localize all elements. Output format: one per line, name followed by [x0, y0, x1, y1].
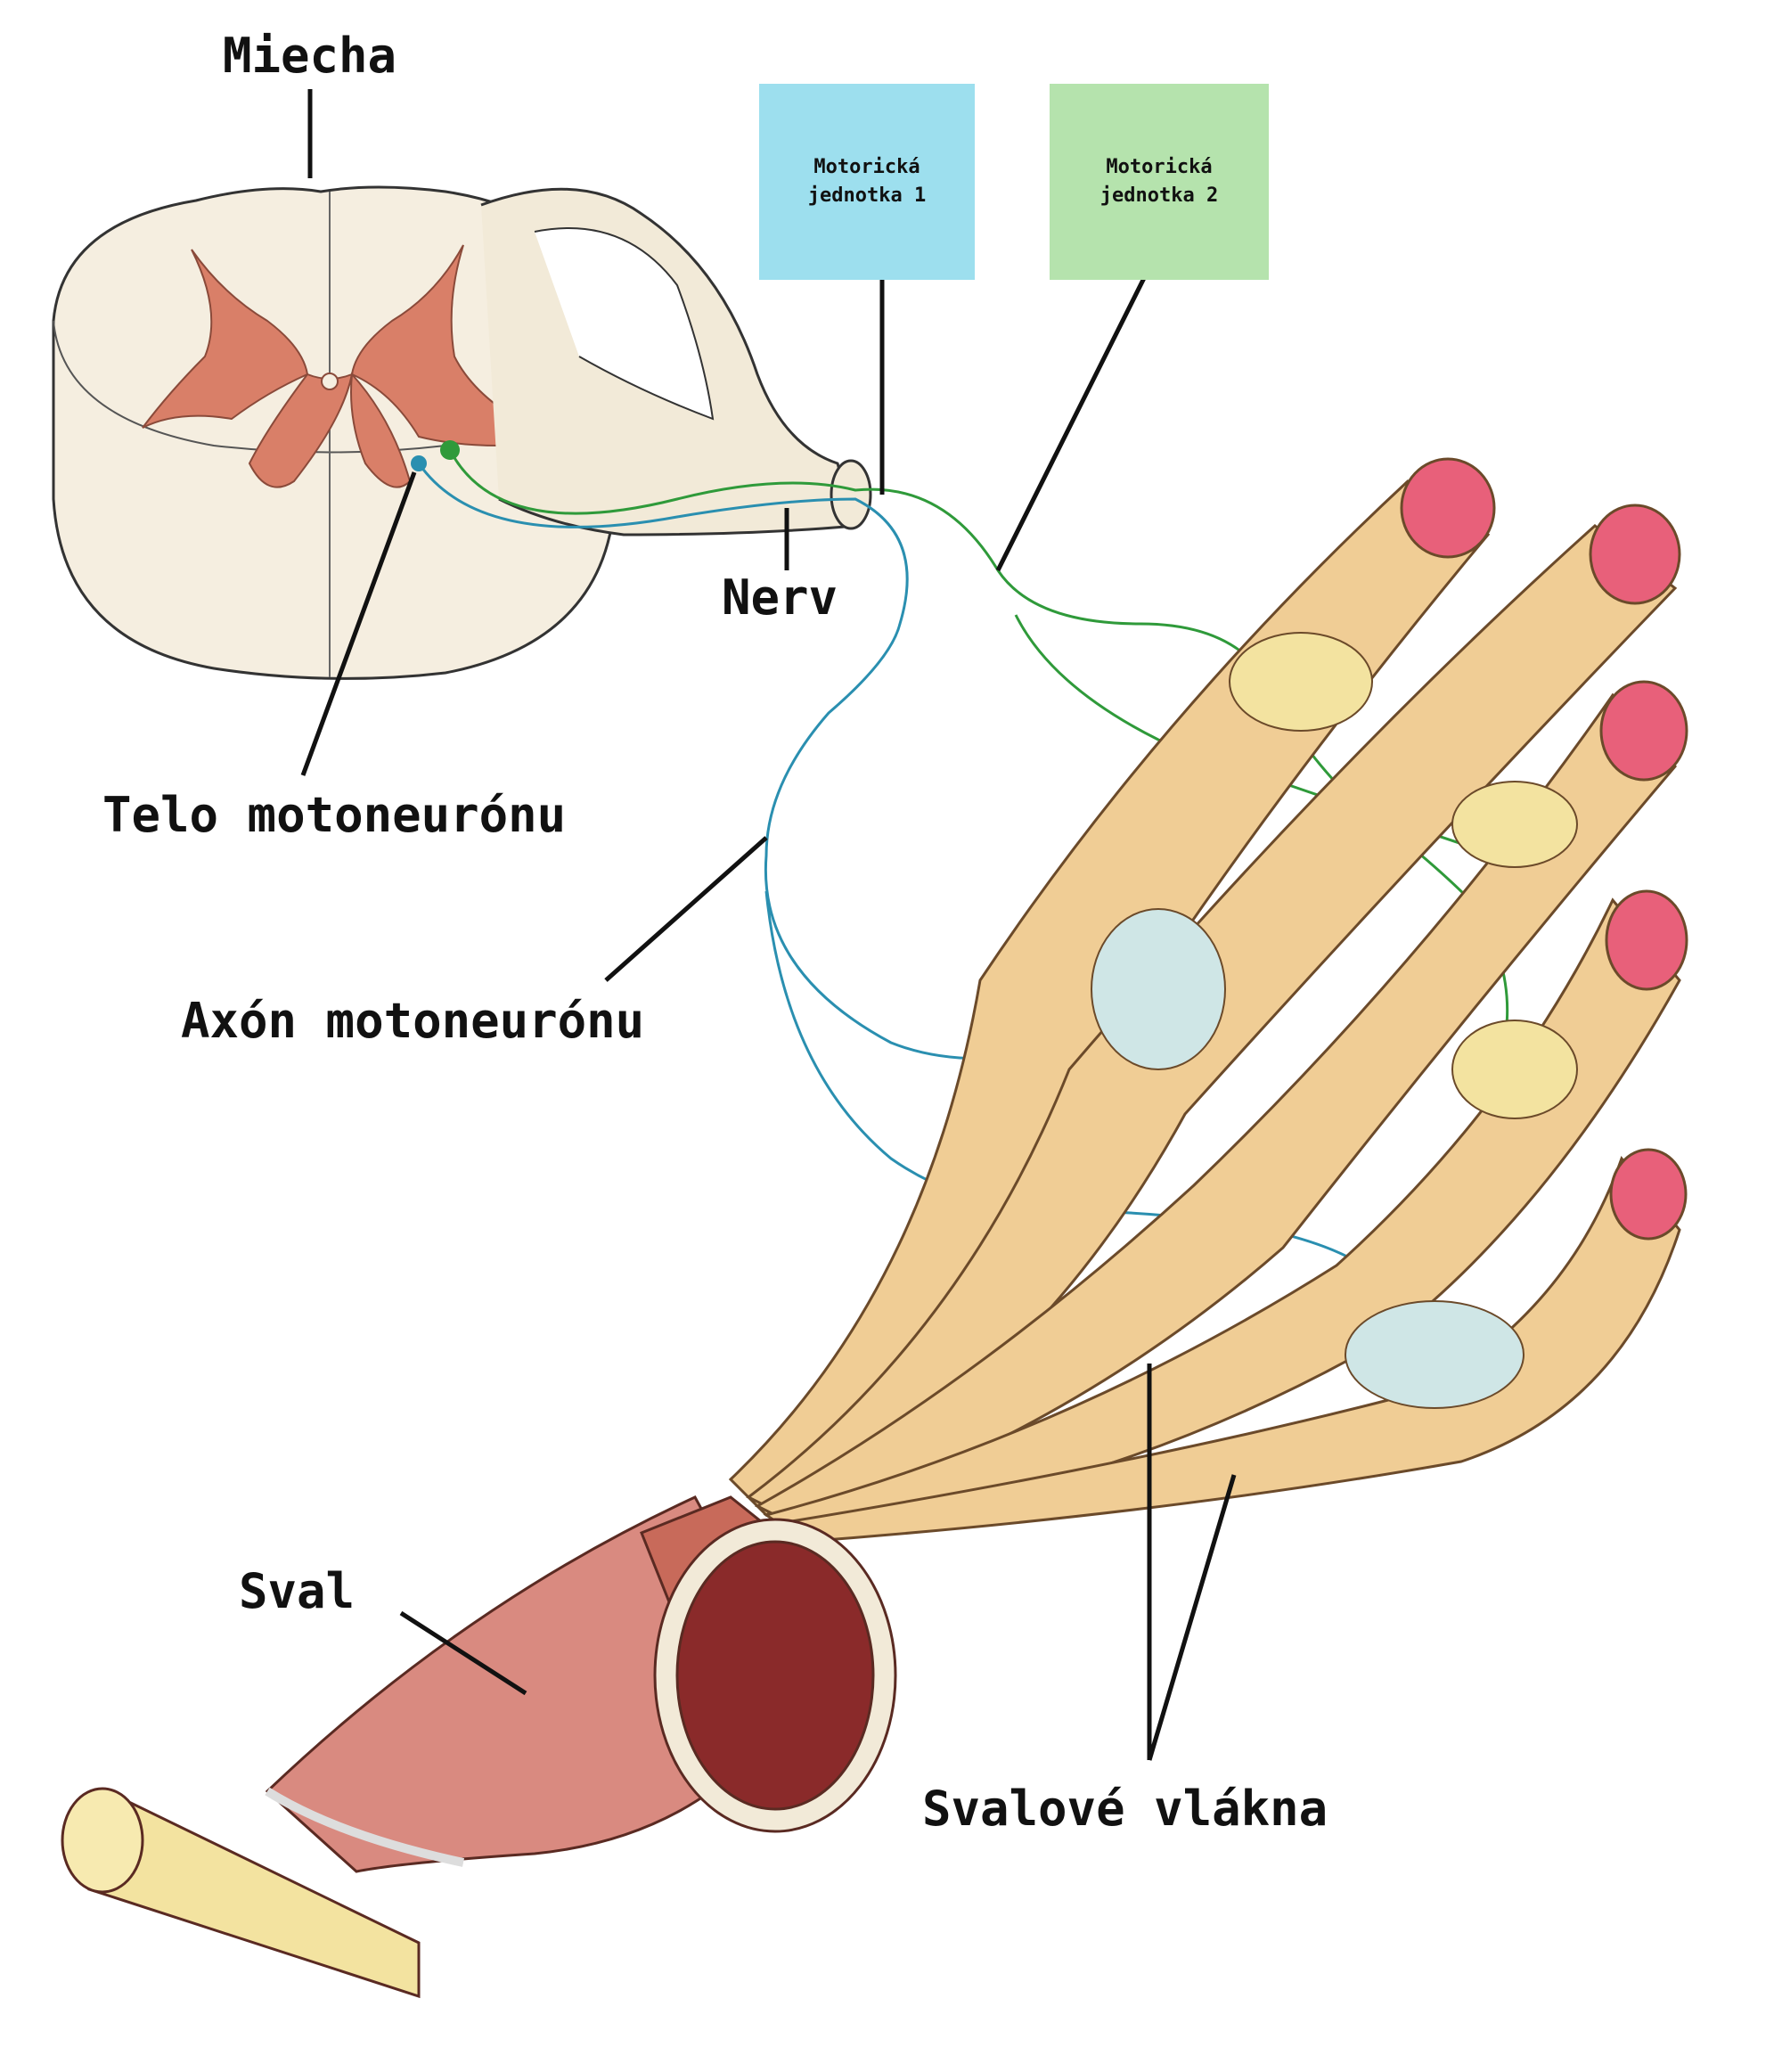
label-muscle: Sval — [239, 1563, 356, 1619]
label-spinal-cord: Miecha — [223, 28, 397, 84]
spinal-cord — [52, 185, 872, 680]
motor-unit-1-line2: jednotka 1 — [807, 184, 927, 207]
label-muscle-fibers: Svalové vlákna — [922, 1781, 1328, 1837]
motor-unit-1-box: Motorická jednotka 1 — [759, 84, 975, 280]
muscle — [61, 1495, 897, 1999]
label-motoneuron-body: Telo motoneurónu — [102, 787, 567, 843]
label-nerve: Nerv — [722, 569, 838, 626]
motor-unit-2-line1: Motorická — [1106, 156, 1213, 179]
axon-unit-2 — [448, 449, 1509, 1035]
motor-unit-2-box: Motorická jednotka 2 — [1050, 84, 1269, 280]
leader-lines — [300, 89, 1237, 1761]
endplates — [1091, 632, 1578, 1409]
motor-unit-1-line1: Motorická — [813, 156, 920, 179]
label-motoneuron-axon: Axón motoneurónu — [181, 993, 645, 1049]
motor-unit-2-line2: jednotka 2 — [1099, 184, 1219, 207]
